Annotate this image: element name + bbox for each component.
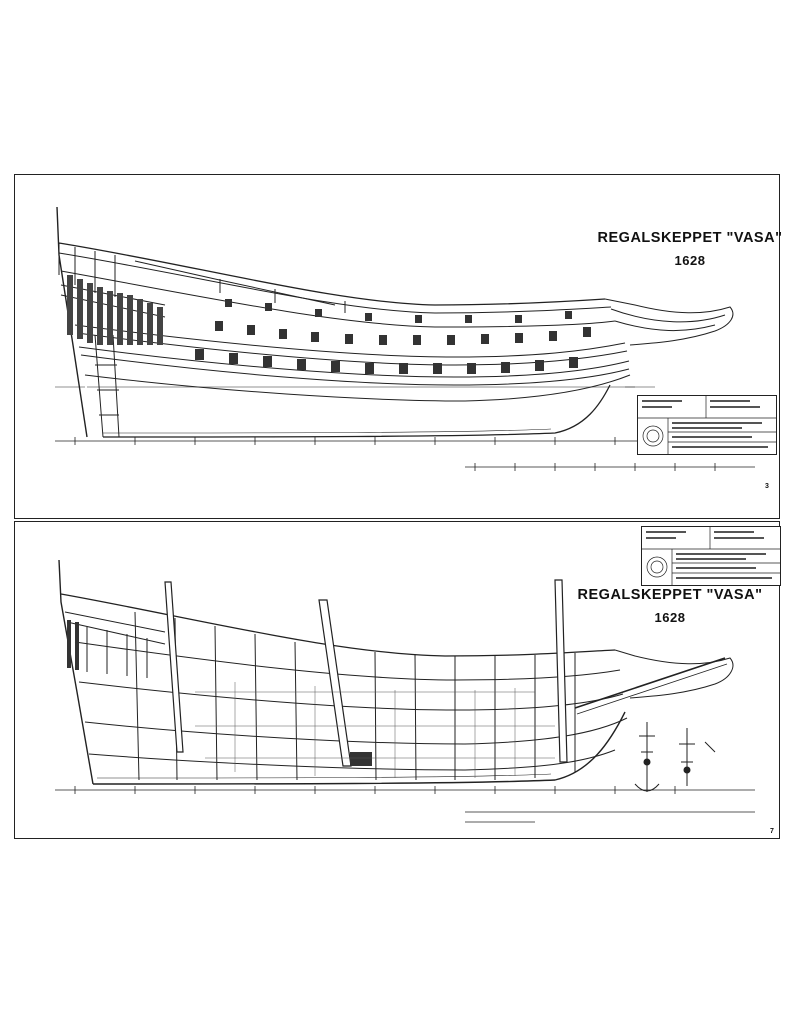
hull-interior-section <box>55 559 755 823</box>
drawing-title: REGALSKEPPET "VASA" 1628 <box>570 229 800 270</box>
drawing-sheet-exterior: REGALSKEPPET "VASA" 1628 3 <box>14 174 782 519</box>
ship-name: REGALSKEPPET "VASA" <box>597 230 783 246</box>
hull-exterior-profile <box>55 206 755 471</box>
drawing-sheet-interior: REGALSKEPPET "VASA" 1628 7 <box>14 521 781 839</box>
drawing-title: REGALSKEPPET "VASA" 1628 <box>550 586 790 627</box>
ship-name: REGALSKEPPET "VASA" <box>577 587 763 603</box>
title-block-lines <box>642 527 780 585</box>
sheet-number: 3 <box>765 483 769 490</box>
ship-year: 1628 <box>674 253 706 268</box>
ship-year: 1628 <box>654 610 686 625</box>
title-block <box>641 526 781 586</box>
title-block <box>637 395 777 455</box>
sheet-number: 7 <box>770 828 774 835</box>
title-block-lines <box>638 396 776 454</box>
